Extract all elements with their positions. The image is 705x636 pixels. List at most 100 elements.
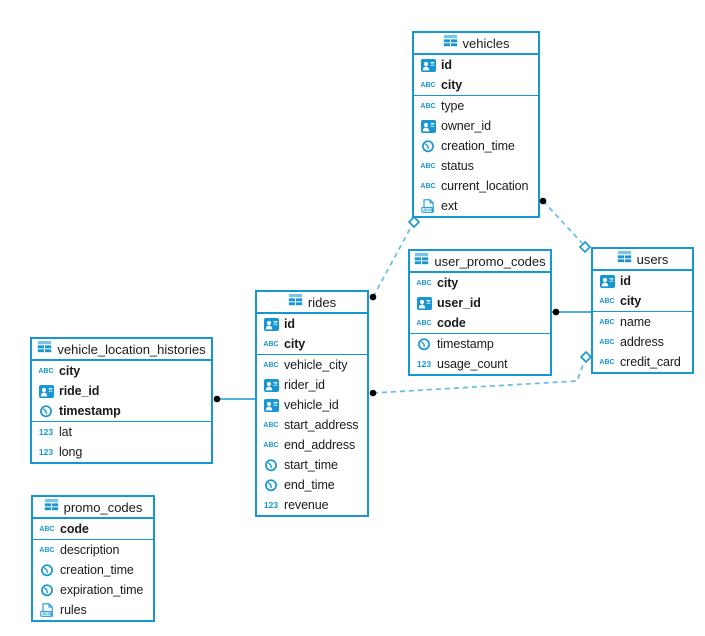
relationship-line-rides-users[interactable] [372, 361, 585, 394]
datetime-type-icon [36, 404, 56, 418]
table-header-vehicle_location_histories[interactable]: vehicle_location_histories [32, 339, 211, 361]
column-row-creation_time[interactable]: creation_time [33, 560, 153, 580]
relationship-diamond-icon [407, 215, 421, 229]
column-name: vehicle_city [284, 358, 348, 372]
column-row-rider_id[interactable]: rider_id [257, 375, 367, 395]
text-type-icon: ABC [39, 525, 55, 533]
column-row-id[interactable]: id [593, 271, 692, 291]
relationship-line-rides-vehicles[interactable] [372, 226, 412, 298]
relationship-line-vehicles-users[interactable] [542, 200, 583, 244]
column-row-end_time[interactable]: end_time [257, 475, 367, 495]
table-icon [616, 250, 632, 268]
datetime-type-icon [414, 337, 434, 351]
column-row-code[interactable]: ABC code [410, 313, 550, 333]
text-type-icon: ABC [420, 102, 436, 110]
datetime-type-icon [418, 139, 438, 153]
column-row-creation_time[interactable]: creation_time [414, 136, 538, 156]
column-name: rider_id [284, 378, 325, 392]
number-type-icon: 123 [38, 446, 54, 457]
column-row-owner_id[interactable]: owner_id [414, 116, 538, 136]
id-type-icon [418, 58, 438, 72]
id-type-icon [418, 119, 438, 133]
column-row-timestamp[interactable]: timestamp [410, 334, 550, 354]
column-name: lat [59, 425, 72, 439]
column-row-vehicle_id[interactable]: vehicle_id [257, 395, 367, 415]
text-type-icon: ABC [416, 279, 432, 287]
table-header-rides[interactable]: rides [257, 292, 367, 314]
column-name: owner_id [441, 119, 491, 133]
datetime-type-icon [261, 458, 281, 472]
table-icon [442, 34, 458, 52]
text-type-icon: ABC [599, 318, 615, 326]
column-row-ride_id[interactable]: ride_id [32, 381, 211, 401]
table-icon [287, 293, 303, 311]
column-name: id [284, 317, 295, 331]
column-name: code [437, 316, 466, 330]
json-type-icon: JSON [418, 199, 438, 213]
text-type-icon: ABC [420, 182, 436, 190]
column-name: credit_card [620, 355, 681, 369]
column-name: creation_time [60, 563, 134, 577]
column-name: city [441, 78, 463, 92]
text-type-icon: ABC [599, 338, 615, 346]
text-type-icon: ABC [599, 297, 615, 305]
text-type-icon: ABC [38, 367, 54, 375]
column-name: timestamp [437, 337, 494, 351]
column-row-expiration_time[interactable]: expiration_time [33, 580, 153, 600]
table-header-vehicles[interactable]: vehicles [414, 33, 538, 55]
table-header-user_promo_codes[interactable]: user_promo_codes [410, 251, 550, 273]
column-name: id [620, 274, 631, 288]
column-name: city [284, 337, 306, 351]
text-type-icon: ABC [416, 319, 432, 327]
table-icon [414, 252, 430, 270]
column-name: expiration_time [60, 583, 144, 597]
table-header-users[interactable]: users [593, 249, 692, 271]
column-row-timestamp[interactable]: timestamp [32, 401, 211, 421]
table-title: promo_codes [63, 499, 143, 515]
text-type-icon: ABC [263, 441, 279, 449]
text-type-icon: ABC [39, 546, 55, 554]
column-row-start_time[interactable]: start_time [257, 455, 367, 475]
column-row-id[interactable]: id [414, 55, 538, 75]
column-row-user_id[interactable]: user_id [410, 293, 550, 313]
id-type-icon [414, 296, 434, 310]
column-row-id[interactable]: id [257, 314, 367, 334]
svg-text:JSON: JSON [423, 208, 434, 212]
table-header-promo_codes[interactable]: promo_codes [33, 497, 153, 519]
